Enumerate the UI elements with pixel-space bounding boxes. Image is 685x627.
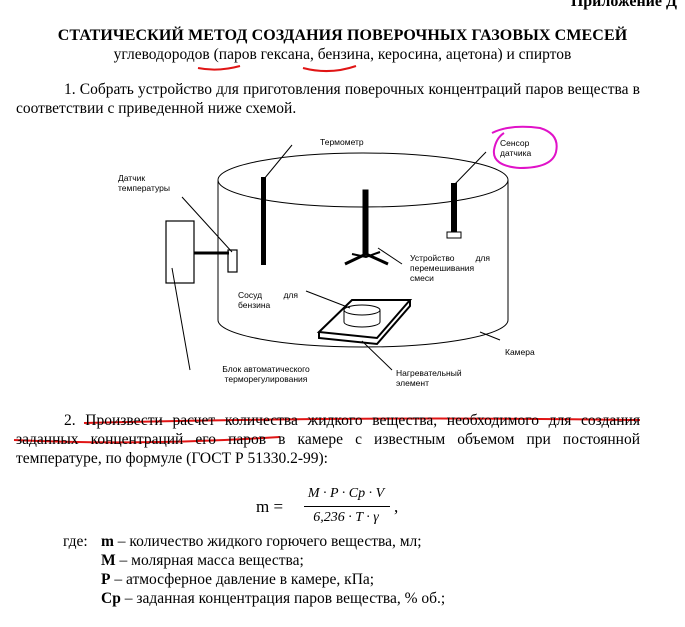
control-unit-shape: [165, 196, 238, 371]
where-label: где:: [63, 533, 88, 550]
step-1-paragraph: 1. Собрать устройство для приготовления …: [16, 81, 640, 117]
label-temp-sensor: Датчик температуры: [118, 173, 170, 193]
definition-text: – количество жидкого горючего вещества, …: [113, 533, 422, 550]
definition-item: Р – атмосферное давление в камере, кПа;: [101, 570, 374, 589]
chamber-cylinder: [217, 152, 509, 348]
page-subtitle: углеводородов (паров гексана, бензина, к…: [113, 46, 572, 63]
definition-item: m – количество жидкого горючего вещества…: [101, 532, 422, 551]
label-vessel: Сосуд для бензина: [238, 290, 298, 310]
definition-symbol: М: [101, 552, 116, 569]
page-title: СТАТИЧЕСКИЙ МЕТОД СОЗДАНИЯ ПОВЕРОЧНЫХ ГА…: [57, 27, 628, 44]
appendix-label: Приложение Д: [570, 0, 677, 10]
definition-text: – атмосферное давление в камере, кПа;: [110, 571, 375, 588]
formula-numerator: M · P · Cp · V: [307, 486, 385, 501]
fraction-line: [304, 506, 390, 507]
label-heater: Нагревательный элемент: [396, 368, 462, 388]
mixer-shape: [344, 189, 403, 266]
definition-text: – заданная концентрация паров вещества, …: [120, 590, 446, 607]
label-thermometer: Термометр: [320, 137, 364, 147]
label-chamber: Камера: [505, 347, 535, 357]
vessel-shape: [305, 290, 381, 328]
formula-tail: ,: [394, 497, 399, 516]
definition-symbol: m: [101, 533, 114, 550]
definition-symbol: Р: [101, 571, 111, 588]
red-annotations: [13, 65, 641, 444]
definition-item: М – молярная масса вещества;: [101, 551, 304, 570]
step-2-paragraph: 2. Произвести расчет количества жидкого …: [16, 412, 640, 467]
formula-denominator: 6,236 · T · γ: [313, 510, 379, 525]
label-sensor: Сенсор датчика: [500, 138, 532, 158]
definition-symbol: Ср: [101, 590, 121, 607]
definition-item: Ср – заданная концентрация паров веществ…: [101, 589, 445, 608]
label-control-unit: Блок автоматического терморегулирования: [222, 364, 310, 384]
label-mixer: Устройство для перемешивания смеси: [410, 253, 490, 283]
thermometer-shape: [261, 144, 293, 265]
formula-lhs: m =: [256, 497, 284, 516]
formula: m = M · P · Cp · V 6,236 · T · γ ,: [256, 486, 436, 536]
definition-text: – молярная масса вещества;: [115, 552, 304, 569]
pink-circle-annotation: [491, 125, 558, 170]
sensor-shape: [446, 151, 487, 239]
